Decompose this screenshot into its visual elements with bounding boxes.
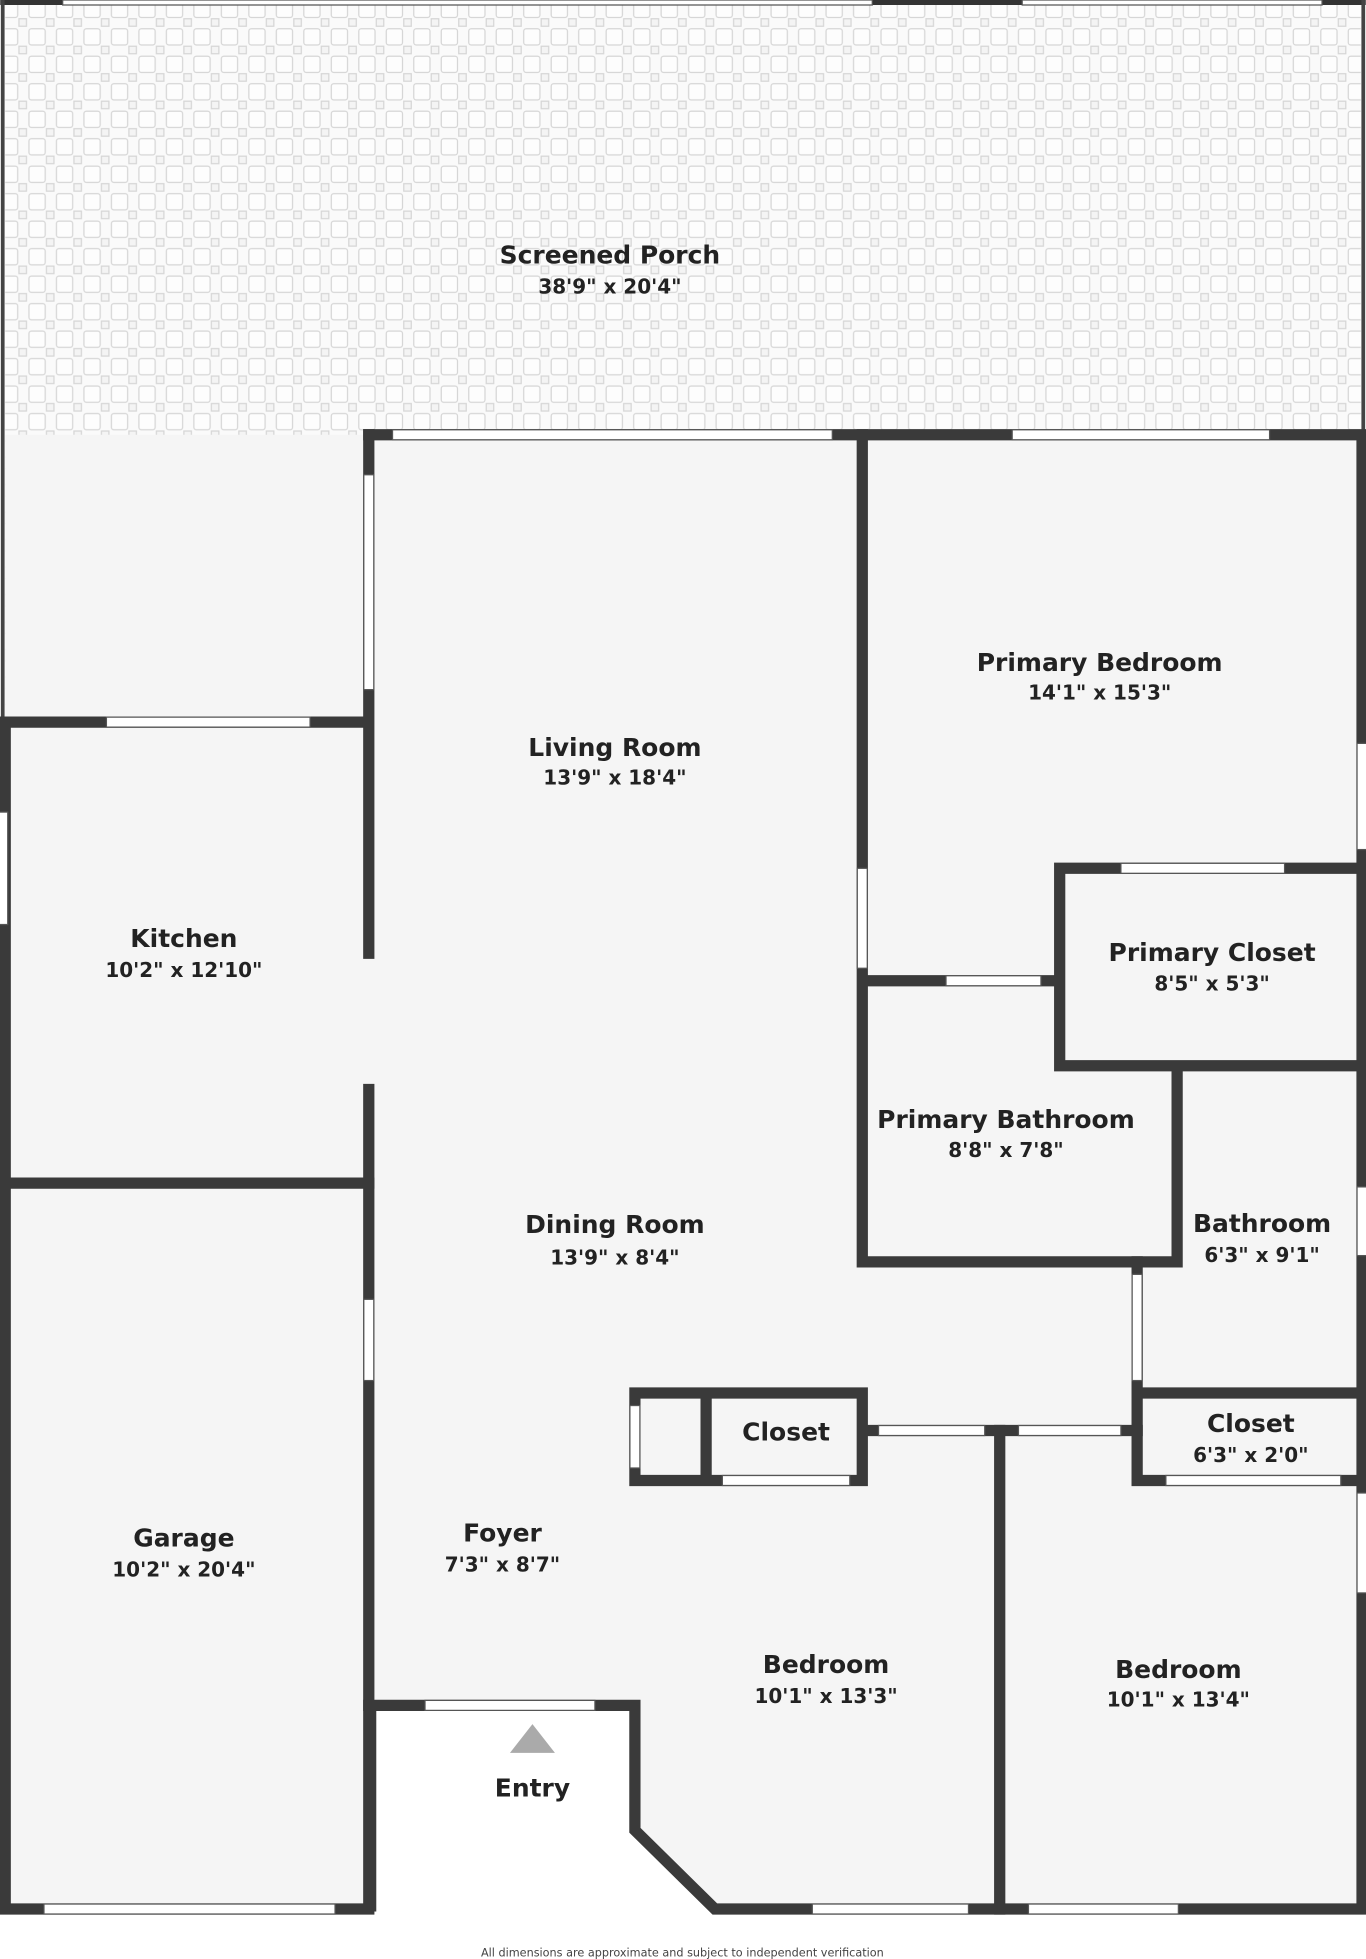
room-name: Bedroom — [1115, 1655, 1241, 1684]
room-name: Primary Bathroom — [877, 1105, 1135, 1134]
room-bathroom: Bathroom 6'3" x 9'1" — [1193, 1209, 1331, 1267]
room-name: Screened Porch — [500, 241, 721, 270]
room-dims: 6'3" x 9'1" — [1204, 1243, 1319, 1267]
room-name: Kitchen — [130, 924, 237, 953]
room-name: Dining Room — [525, 1210, 705, 1239]
room-name: Living Room — [528, 733, 701, 762]
room-name: Closet — [742, 1418, 830, 1447]
room-closet-hall: Closet — [742, 1418, 830, 1447]
interior-floor — [5, 434, 1363, 1910]
room-dining-room: Dining Room 13'9" x 8'4" — [525, 1210, 705, 1269]
room-name: Foyer — [463, 1519, 542, 1548]
room-bedroom-2: Bedroom 10'1" x 13'4" — [1107, 1655, 1250, 1712]
room-name: Primary Bedroom — [977, 648, 1223, 677]
room-dims: 8'5" x 5'3" — [1154, 972, 1269, 996]
porch-outline — [0, 0, 1366, 723]
windows — [0, 429, 1366, 1915]
room-dims: 13'9" x 18'4" — [543, 766, 686, 790]
entry-arrow-icon — [509, 1724, 555, 1753]
room-name: Bathroom — [1193, 1209, 1331, 1238]
room-dims: 38'9" x 20'4" — [538, 275, 681, 299]
room-dims: 10'2" x 20'4" — [112, 1558, 255, 1582]
room-name: Bedroom — [763, 1650, 889, 1679]
room-primary-bathroom: Primary Bathroom 8'8" x 7'8" — [877, 1105, 1135, 1162]
room-name: Primary Closet — [1109, 938, 1316, 967]
disclaimer: All dimensions are approximate and subje… — [481, 1947, 884, 1959]
entry-area — [368, 1705, 715, 1910]
room-dims: 13'9" x 8'4" — [550, 1245, 679, 1269]
room-closet-bedroom: Closet 6'3" x 2'0" — [1193, 1409, 1308, 1467]
room-dims: 10'1" x 13'4" — [1107, 1688, 1250, 1712]
room-living-room: Living Room 13'9" x 18'4" — [528, 733, 701, 790]
room-foyer: Foyer 7'3" x 8'7" — [445, 1519, 560, 1577]
room-garage: Garage 10'2" x 20'4" — [112, 1524, 255, 1582]
room-name: Closet — [1207, 1409, 1295, 1438]
room-dims: 8'8" x 7'8" — [948, 1138, 1063, 1162]
room-primary-closet: Primary Closet 8'5" x 5'3" — [1109, 938, 1316, 996]
room-name: Garage — [133, 1524, 234, 1553]
room-dims: 6'3" x 2'0" — [1193, 1443, 1308, 1467]
room-dims: 14'1" x 15'3" — [1028, 681, 1171, 705]
room-dims: 10'2" x 12'10" — [105, 958, 262, 982]
room-dims: 7'3" x 8'7" — [445, 1553, 560, 1577]
room-primary-bedroom: Primary Bedroom 14'1" x 15'3" — [977, 648, 1223, 705]
room-kitchen: Kitchen 10'2" x 12'10" — [105, 924, 262, 982]
room-bedroom-1: Bedroom 10'1" x 13'3" — [754, 1650, 897, 1708]
room-dims: 10'1" x 13'3" — [754, 1684, 897, 1708]
room-screened-porch: Screened Porch 38'9" x 20'4" — [500, 241, 721, 299]
entry-label: Entry — [495, 1774, 570, 1803]
